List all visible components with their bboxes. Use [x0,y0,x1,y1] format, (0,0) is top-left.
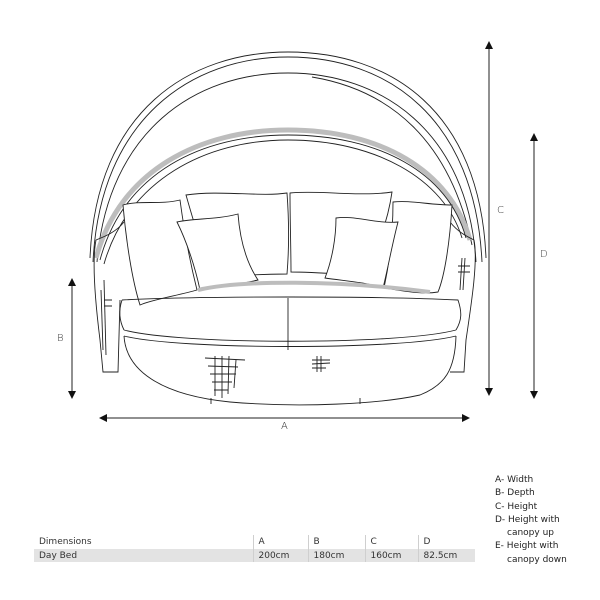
cell-a: 200cm [252,549,308,562]
legend-item-e: E- Height with [495,541,559,552]
header-d: D [417,535,475,549]
table-row: Day Bed 200cm 180cm 160cm 82.5cm [34,549,475,562]
legend-item-a: A- Width [495,475,534,485]
dimension-label-b: B [57,333,64,344]
side-arms [93,221,476,373]
dimension-label-c: C [497,205,504,216]
dimension-arrows [68,41,538,422]
dimension-label-a: A [281,421,288,432]
dimensions-table: Dimensions A B C D Day Bed 200cm 180cm 1… [34,535,475,562]
seat [119,280,462,406]
table-header-row: Dimensions A B C D [34,535,475,549]
scatter-cushions [176,213,399,291]
legend-item-c: C- Height [495,501,538,512]
header-a: A [252,535,308,549]
canopy [89,51,487,265]
header-b: B [307,535,365,549]
cell-b: 180cm [307,549,365,562]
dimension-legend: A- Width B- Depth C- Height D- Height wi… [495,474,567,567]
cell-product: Day Bed [34,549,253,562]
legend-item-d: D- Height with [495,514,560,525]
legend-item-d-cont: canopy up [507,528,554,539]
cell-c: 160cm [364,549,418,562]
cell-d: 82.5cm [417,549,475,562]
dimension-label-d: D [540,249,548,260]
header-c: C [364,535,418,549]
header-dimensions: Dimensions [39,537,92,547]
legend-item-e-cont: canopy down [507,554,567,565]
legend-item-b: B- Depth [495,488,535,499]
